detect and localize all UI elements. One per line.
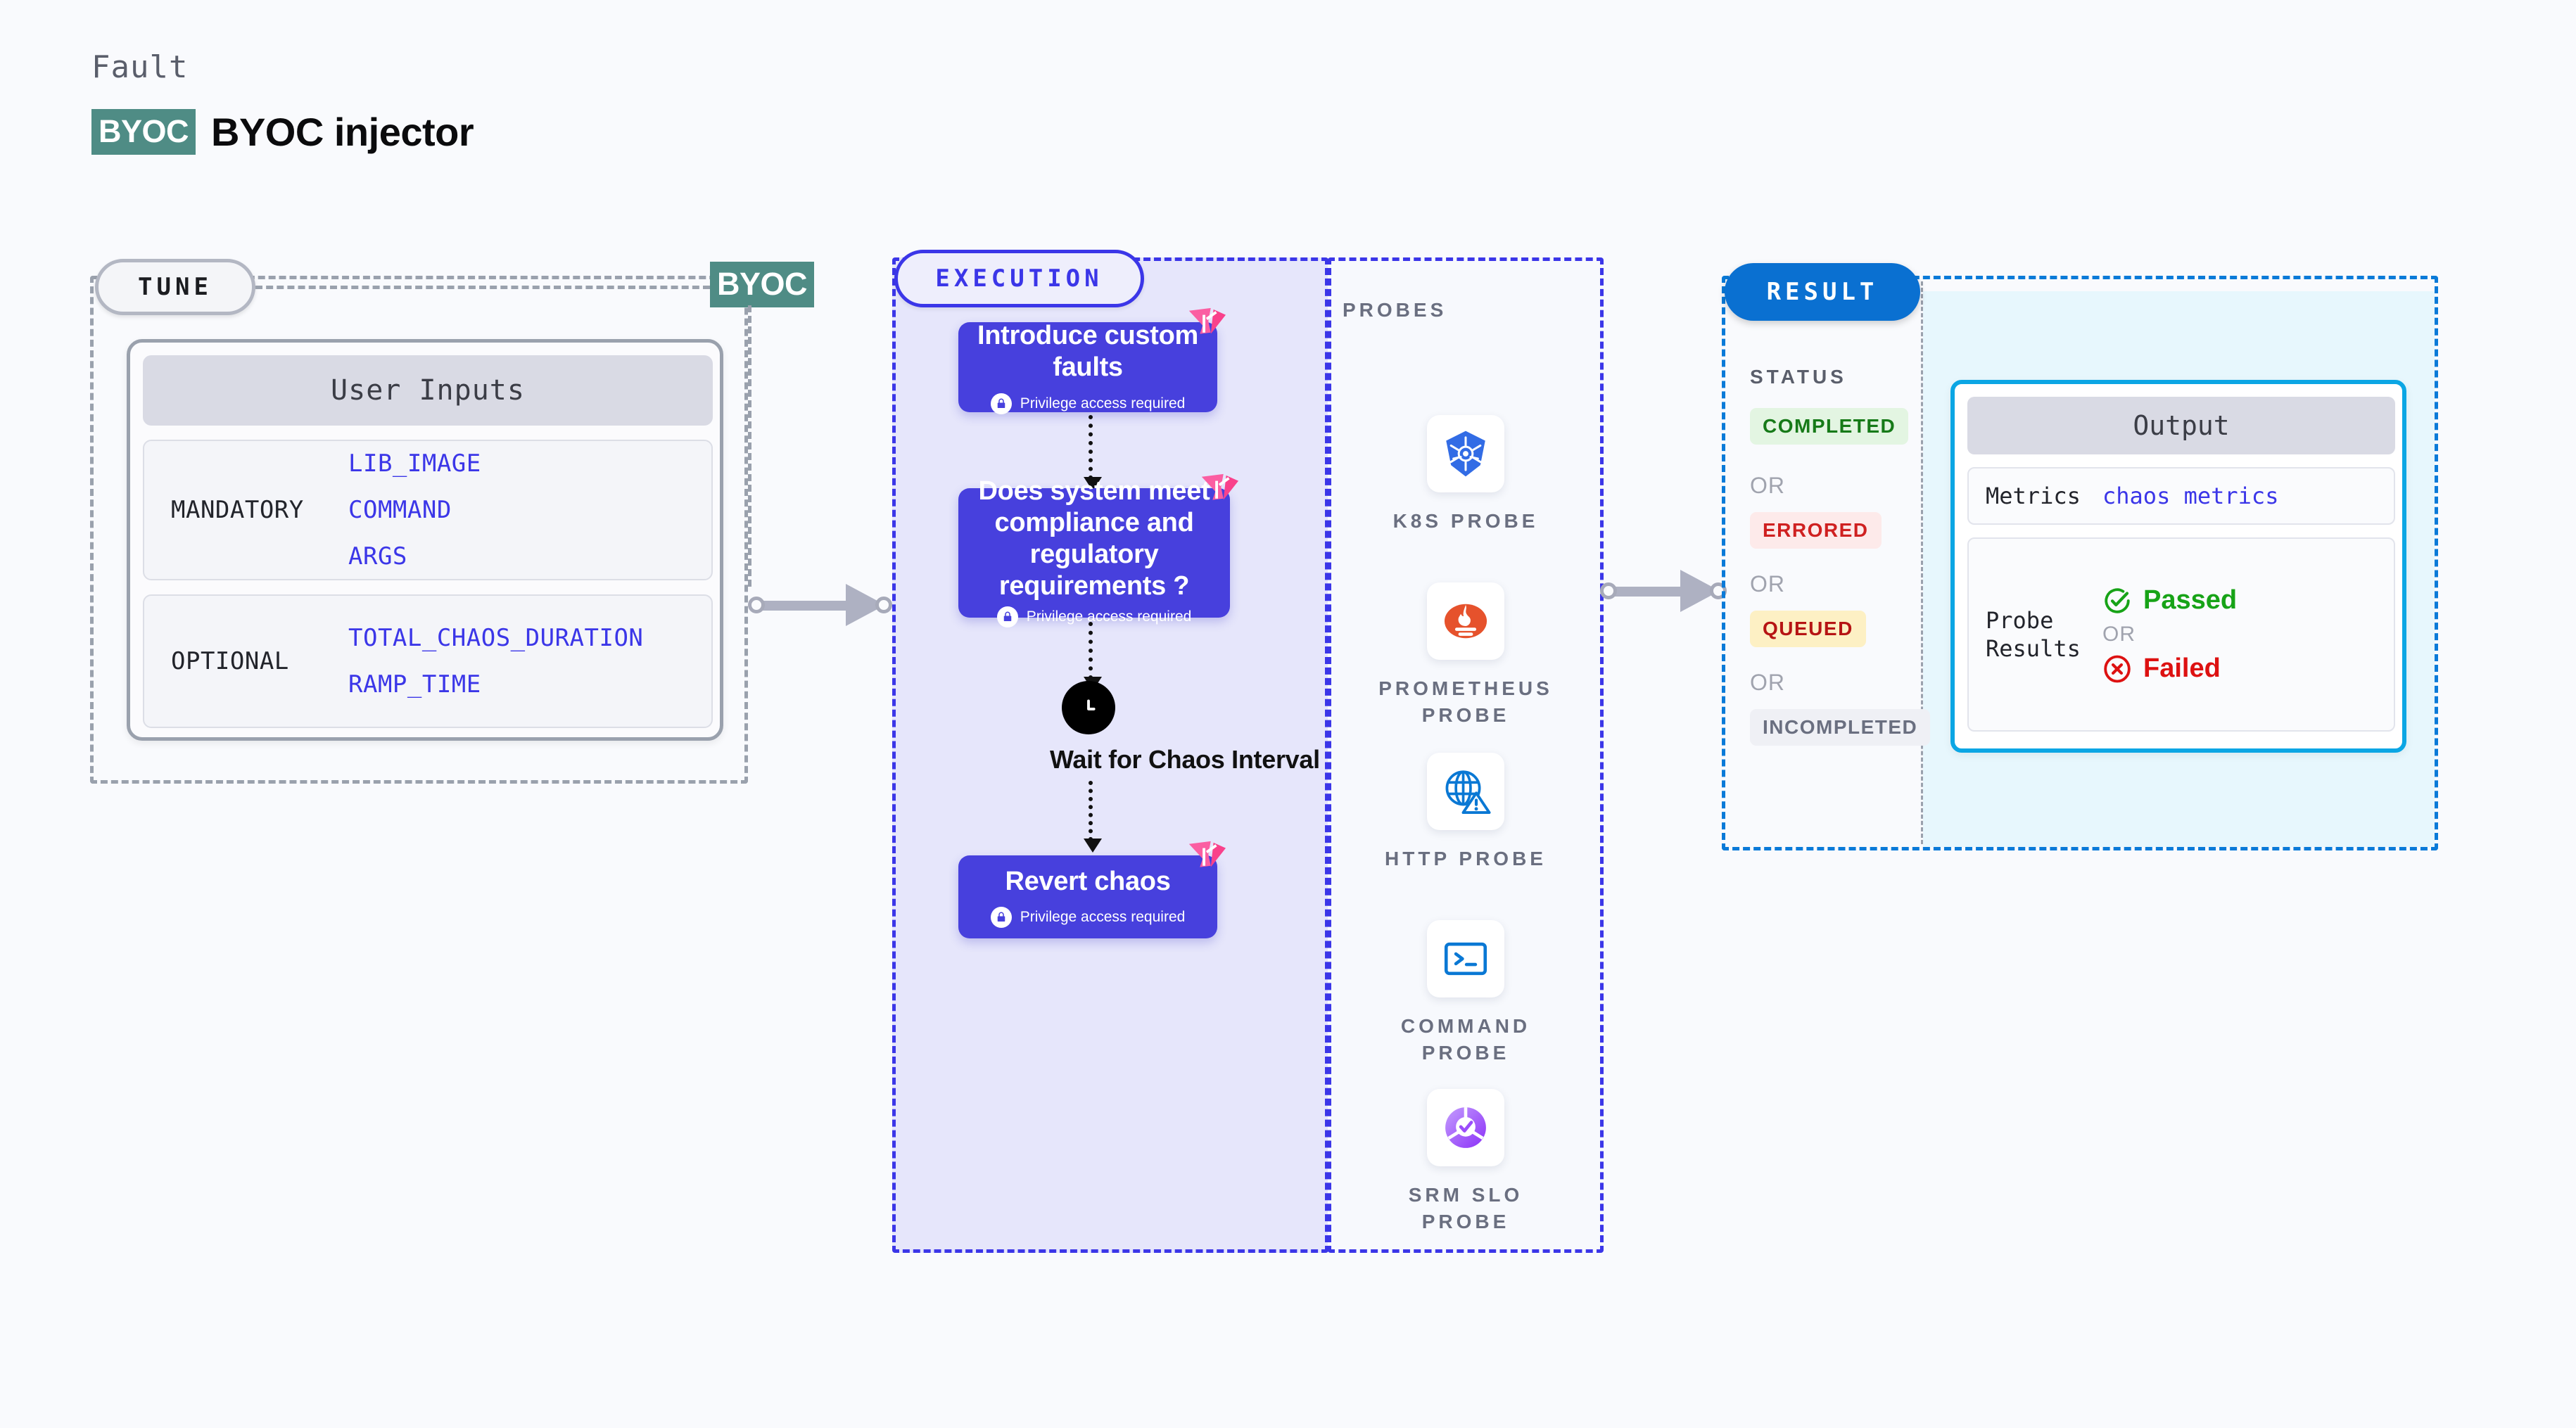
status-heading: STATUS xyxy=(1750,366,1847,388)
probe-result-failed: Failed xyxy=(2102,654,2237,684)
probe-label: COMMAND PROBE xyxy=(1400,1015,1531,1064)
lock-icon xyxy=(990,907,1012,929)
probe-label: HTTP PROBE xyxy=(1385,848,1547,869)
node-title: Revert chaos xyxy=(1005,866,1171,896)
failed-label: Failed xyxy=(2143,654,2221,683)
arrow-shaft xyxy=(1610,587,1693,597)
arrow-end-dot xyxy=(875,597,892,613)
param-value[interactable]: COMMAND xyxy=(348,496,452,524)
passed-label: Passed xyxy=(2143,585,2238,615)
execution-section-boundary xyxy=(892,257,1328,1253)
output-probe-results-label: Probe Results xyxy=(1986,607,2081,662)
probe-item-http[interactable]: HTTP PROBE xyxy=(1378,753,1554,872)
output-row-probe-results: Probe Results Passed OR Failed xyxy=(1967,537,2395,732)
param-group-mandatory: MANDATORY LIB_IMAGE COMMAND ARGS xyxy=(143,440,713,580)
arrow-execution-to-result xyxy=(1600,570,1727,612)
terminal-icon xyxy=(1427,920,1504,997)
node-wait-for-chaos-interval[interactable]: Wait for Chaos Interval xyxy=(1050,681,1320,774)
probe-label: K8S PROBE xyxy=(1392,510,1539,532)
harness-corner-icon xyxy=(1188,841,1226,867)
wait-node-label: Wait for Chaos Interval xyxy=(1050,744,1320,774)
status-or-label: OR xyxy=(1750,571,1785,597)
connector-introduce-to-compliance xyxy=(1084,415,1102,491)
param-value[interactable]: RAMP_TIME xyxy=(348,670,481,699)
check-circle-icon xyxy=(2105,587,2130,613)
tune-connector-line xyxy=(255,286,710,289)
node-privilege-note: Privilege access required xyxy=(996,606,1192,627)
slo-donut-icon xyxy=(1427,1089,1504,1166)
node-introduce-custom-faults[interactable]: Introduce custom faults Privilege access… xyxy=(958,307,1226,414)
prometheus-icon xyxy=(1427,582,1504,660)
page-eyebrow: Fault xyxy=(91,49,189,85)
execution-section-pill[interactable]: EXECUTION xyxy=(894,250,1144,307)
node-revert-chaos[interactable]: Revert chaos Privilege access required xyxy=(958,841,1226,938)
byoc-mid-chip: BYOC xyxy=(710,262,815,307)
user-inputs-card: User Inputs MANDATORY LIB_IMAGE COMMAND … xyxy=(127,339,723,741)
harness-corner-icon xyxy=(1201,473,1238,500)
arrow-start-dot xyxy=(748,597,765,613)
status-badge-queued: QUEUED xyxy=(1750,611,1866,647)
probe-item-command[interactable]: COMMAND PROBE xyxy=(1378,920,1554,1066)
node-privilege-note: Privilege access required xyxy=(990,907,1186,929)
probe-item-srm-slo[interactable]: SRM SLO PROBE xyxy=(1378,1089,1554,1235)
node-privilege-note: Privilege access required xyxy=(990,393,1186,414)
probe-result-passed: Passed xyxy=(2102,585,2237,616)
param-group-label: OPTIONAL xyxy=(171,647,289,675)
result-section-boundary xyxy=(1722,276,2438,850)
status-badge-incompleted: INCOMPLETED xyxy=(1750,709,1931,746)
arrow-shaft xyxy=(758,601,858,611)
result-inner-divider xyxy=(1921,281,1923,844)
param-value[interactable]: LIB_IMAGE xyxy=(348,450,481,478)
lock-icon xyxy=(996,606,1018,627)
param-value[interactable]: ARGS xyxy=(348,542,407,570)
param-group-optional: OPTIONAL TOTAL_CHAOS_DURATION RAMP_TIME xyxy=(143,594,713,728)
byoc-drop-line xyxy=(748,305,751,587)
node-title: Does system meet compliance and regulato… xyxy=(978,476,1210,601)
arrow-start-dot xyxy=(1600,582,1617,599)
probe-result-or-label: OR xyxy=(2102,623,2136,646)
kubernetes-icon xyxy=(1427,415,1504,492)
status-badge-completed: COMPLETED xyxy=(1750,408,1909,445)
param-group-label: MANDATORY xyxy=(171,496,304,524)
probe-label: PROMETHEUS PROBE xyxy=(1378,677,1553,726)
output-card: Output Metrics chaos metrics Probe Resul… xyxy=(1950,380,2406,753)
x-circle-icon xyxy=(2104,655,2131,682)
status-or-label: OR xyxy=(1750,670,1785,695)
harness-corner-icon xyxy=(1188,307,1226,334)
status-badge-errored: ERRORED xyxy=(1750,512,1882,549)
probe-results-values: Passed OR Failed xyxy=(2102,585,2237,684)
globe-warning-icon xyxy=(1427,753,1504,830)
tune-section-boundary xyxy=(90,276,748,784)
output-metrics-value[interactable]: chaos metrics xyxy=(2102,483,2279,509)
connector-compliance-to-wait xyxy=(1084,622,1102,691)
probe-item-prometheus[interactable]: PROMETHEUS PROBE xyxy=(1378,582,1554,729)
probe-item-k8s[interactable]: K8S PROBE xyxy=(1378,415,1554,535)
output-row-metrics: Metrics chaos metrics xyxy=(1967,467,2395,525)
privilege-label: Privilege access required xyxy=(1020,909,1186,926)
param-value-list: TOTAL_CHAOS_DURATION RAMP_TIME xyxy=(348,624,643,699)
page-title: BYOC injector xyxy=(211,110,474,154)
clock-icon xyxy=(1062,681,1115,734)
status-or-label: OR xyxy=(1750,473,1785,498)
tune-section-pill[interactable]: TUNE xyxy=(95,259,255,315)
user-inputs-title: User Inputs xyxy=(143,355,713,426)
privilege-label: Privilege access required xyxy=(1026,608,1192,625)
node-title: Introduce custom faults xyxy=(977,321,1198,382)
privilege-label: Privilege access required xyxy=(1020,395,1186,412)
byoc-logo-chip: BYOC xyxy=(91,109,196,155)
output-card-title: Output xyxy=(1967,397,2395,454)
result-section-pill[interactable]: RESULT xyxy=(1725,263,1920,321)
probe-label: SRM SLO PROBE xyxy=(1408,1184,1523,1232)
output-metrics-label: Metrics xyxy=(1986,483,2081,509)
param-value-list: LIB_IMAGE COMMAND ARGS xyxy=(348,450,481,570)
connector-wait-to-revert xyxy=(1084,781,1102,853)
param-value[interactable]: TOTAL_CHAOS_DURATION xyxy=(348,624,644,652)
page-title-row: BYOC BYOC injector xyxy=(91,109,474,155)
arrow-tune-to-execution xyxy=(748,584,892,626)
node-compliance-check[interactable]: Does system meet compliance and regulato… xyxy=(958,473,1238,627)
lock-icon xyxy=(990,393,1012,414)
probes-heading: PROBES xyxy=(1343,299,1447,321)
